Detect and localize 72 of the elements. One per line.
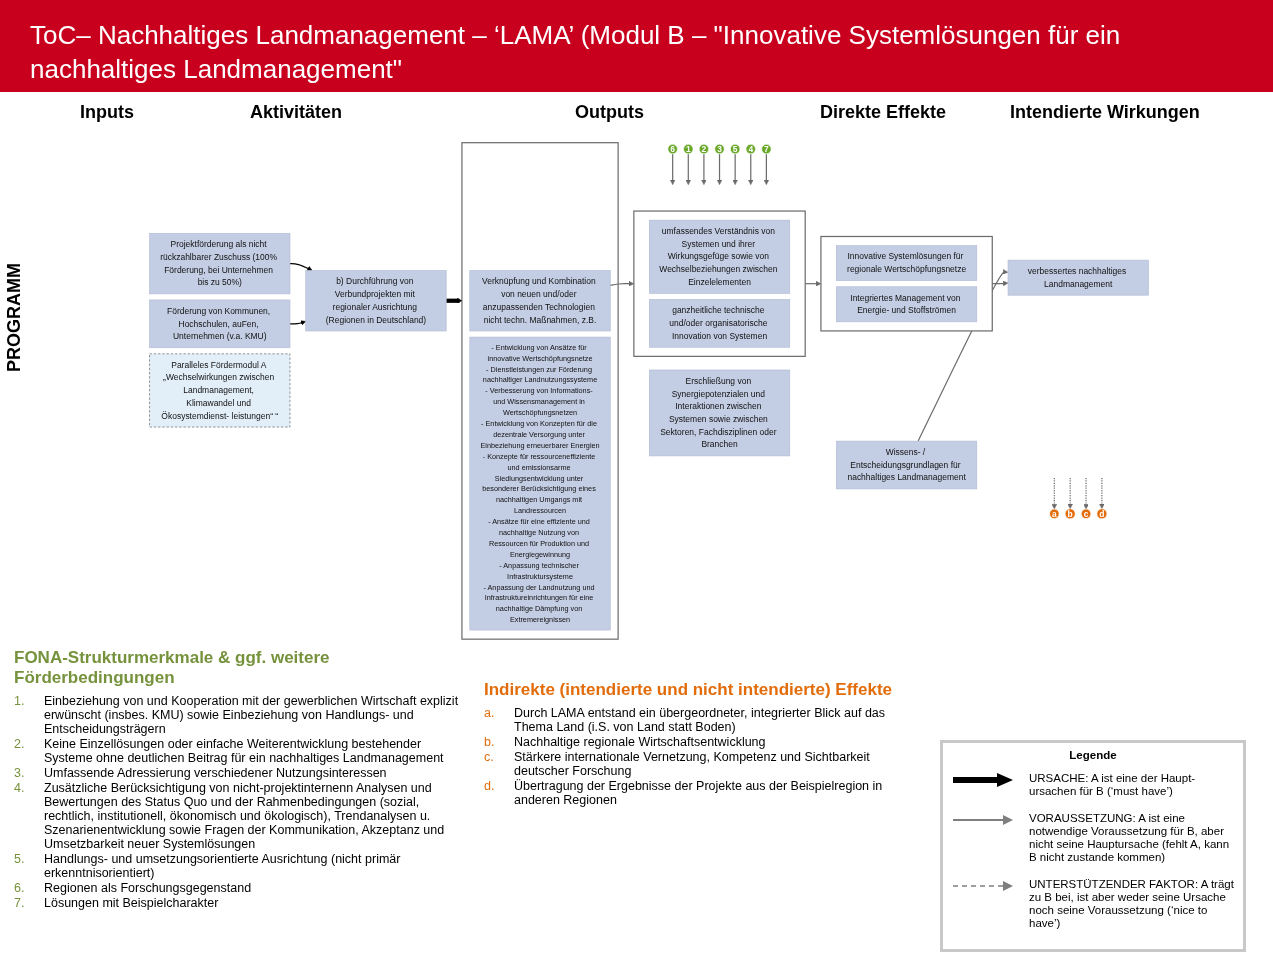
column-heading: Aktivitäten [250, 102, 343, 123]
column-heading: Inputs [80, 102, 134, 123]
list-number: 2. [14, 737, 26, 753]
process-box: Wissens- / Entscheidungsgrundlagen für nachhaltiges Landmanagement [836, 440, 978, 490]
arrow [701, 153, 707, 185]
list-number: a. [484, 706, 496, 722]
list-number: 5. [14, 852, 26, 868]
callout-number: d [1096, 508, 1108, 520]
arrow [670, 153, 676, 185]
section-heading: Indirekte (intendierte und nicht intendierte) Effekte [484, 680, 894, 700]
list-item: Zusätzliche Berücksichtigung von nicht-projektinternenn Analysen und Bewertungen des Status Quo und der Rahmenbedingungen (sozial, rechtlich, institutionell, ökonomisch und ökologisch), Trendanalysen u. Szenarienentwicklung sowie Fragen der Kommunikation, Akzeptanz und Umsetzbarkeit neuer Systemlösungen [44, 781, 446, 851]
arrow [289, 320, 306, 326]
arrow [732, 153, 738, 185]
process-box: Innovative Systemlösungen für regionale Wertschöpfungsnetze [836, 245, 978, 281]
section-heading: FONA-Strukturmerkmale & ggf. weitere Förderbedingungen [14, 648, 331, 688]
legend-title: Legende [1068, 749, 1118, 762]
callout-number: a [1049, 508, 1060, 519]
list-number: c. [484, 750, 495, 766]
arrow [289, 263, 313, 271]
process-box: umfassendes Verständnis von Systemen und ihrer Wirkungsgefüge sowie von Wechselbeziehungen zwischen Einzelelementen [649, 219, 791, 294]
row-heading: PROGRAMM [4, 263, 25, 372]
callout-number: 3 [714, 143, 725, 155]
list-item: Stärkere internationale Vernetzung, Kompetenz und Sichtbarkeit deutscher Forschung [514, 750, 871, 778]
callout-number: 2 [698, 143, 709, 155]
callout-number: 6 [667, 143, 678, 155]
title: ToC– Nachhaltiges Landmanagement – ‘LAMA’ (Modul B – "Innovative Systemlösungen für ein nachhaltiges Landmanagement" [30, 20, 1121, 84]
process-box: Verknüpfung und Kombination von neuen und/oder anzupassenden Technologien nicht techn. Maßnahmen, z.B. [469, 270, 611, 332]
callout-number: 5 [730, 143, 741, 155]
arrow [445, 298, 463, 304]
list-item: Übertragung der Ergebnisse der Projekte aus der Beispielregion in anderen Regionen [514, 779, 884, 807]
list-item: Regionen als Forschungsgegenstand [44, 881, 252, 895]
list-item: Durch LAMA entstand ein übergeordneter, integrierter Blick auf das Thema Land (i.S. von Land statt Boden) [514, 706, 887, 734]
arrow [763, 153, 770, 185]
process-box: Erschließung von Synergiepotenzialen und Interaktionen zwischen Systemen sowie zwischen Sektoren, Fachdisziplinen oder Branchen [649, 369, 791, 457]
column-heading: Direkte Effekte [820, 102, 947, 123]
arrow [748, 153, 754, 185]
callout-number: 7 [761, 143, 772, 155]
list-item: Handlungs- und umsetzungsorientierte Ausrichtung (nicht primär erkenntnisorientiert) [44, 852, 402, 880]
arrow [1067, 477, 1073, 510]
legend-text: VORAUSSETZUNG: A ist eine notwendige Voraussetzung für B, aber nicht seine Hauptursache (fehlt A, kann B nicht zustande kommen) [1029, 812, 1231, 864]
callout-number: c [1080, 508, 1092, 519]
column-heading: Outputs [575, 102, 644, 123]
list-number: b. [484, 735, 496, 749]
legend-text: UNTERSTÜTZENDER FAKTOR: A trägt zu B bei, ist aber weder seine Ursache noch seine Voraussetzung (‘nice to have’) [1029, 878, 1235, 930]
arrow [716, 153, 723, 185]
list-item: Keine Einzellösungen oder einfache Weiterentwicklung bestehender Systeme ohne deutlichen Beitrag für ein nachhaltiges Landmanagement [44, 737, 445, 765]
list-number: 1. [14, 694, 26, 710]
arrow [685, 153, 691, 185]
arrow [1083, 477, 1089, 510]
callout-number: 1 [683, 143, 694, 155]
callout-number: 4 [745, 143, 756, 155]
arrow [1099, 477, 1105, 510]
arrow [1051, 477, 1057, 510]
list-item: Lösungen mit Beispielcharakter [44, 896, 219, 910]
list-item: Nachhaltige regionale Wirtschaftsentwicklung [514, 735, 766, 749]
list-number: 7. [14, 896, 26, 910]
process-box: ganzheitliche technische und/oder organisatorische Innovation von Systemen [649, 299, 791, 348]
list-number: 3. [14, 766, 26, 780]
list-number: d. [484, 779, 496, 795]
process-box: Integriertes Management von Energie- und Stoffströmen [836, 286, 978, 323]
list-number: 4. [14, 781, 26, 797]
process-box: b) Durchführung von Verbundprojekten mit regionaler Ausrichtung (Regionen in Deutschland) [305, 270, 447, 332]
process-box: Projektförderung als nicht rückzahlbarer Zuschuss (100% Förderung, bei Unternehmen bis zu 50%) [149, 233, 291, 295]
legend-text: URSACHE: A ist eine der Haupt- ursachen für B (‘must have’) [1029, 772, 1197, 798]
list-item: Einbeziehung von und Kooperation mit der gewerblichen Wirtschaft explizit erwünscht (insbes. KMU) sowie Einbeziehung von Handlungs- und Entscheidungsträgern [44, 694, 460, 736]
process-box: verbessertes nachhaltiges Landmanagement [1007, 259, 1149, 296]
callout-number: b [1064, 508, 1076, 520]
process-box: Paralleles Fördermodul A „Wechselwirkungen zwischen Landmanagement, Klimawandel und Ökosystemdienst- leistungen“ “ [149, 353, 291, 428]
column-heading: Intendierte Wirkungen [1010, 102, 1200, 123]
list-number: 6. [14, 881, 26, 895]
process-box: Förderung von Kommunen, Hochschulen, auFen, Unternehmen (v.a. KMU) [149, 299, 291, 349]
list-item: Umfassende Adressierung verschiedener Nutzungsinteressen [44, 766, 387, 780]
